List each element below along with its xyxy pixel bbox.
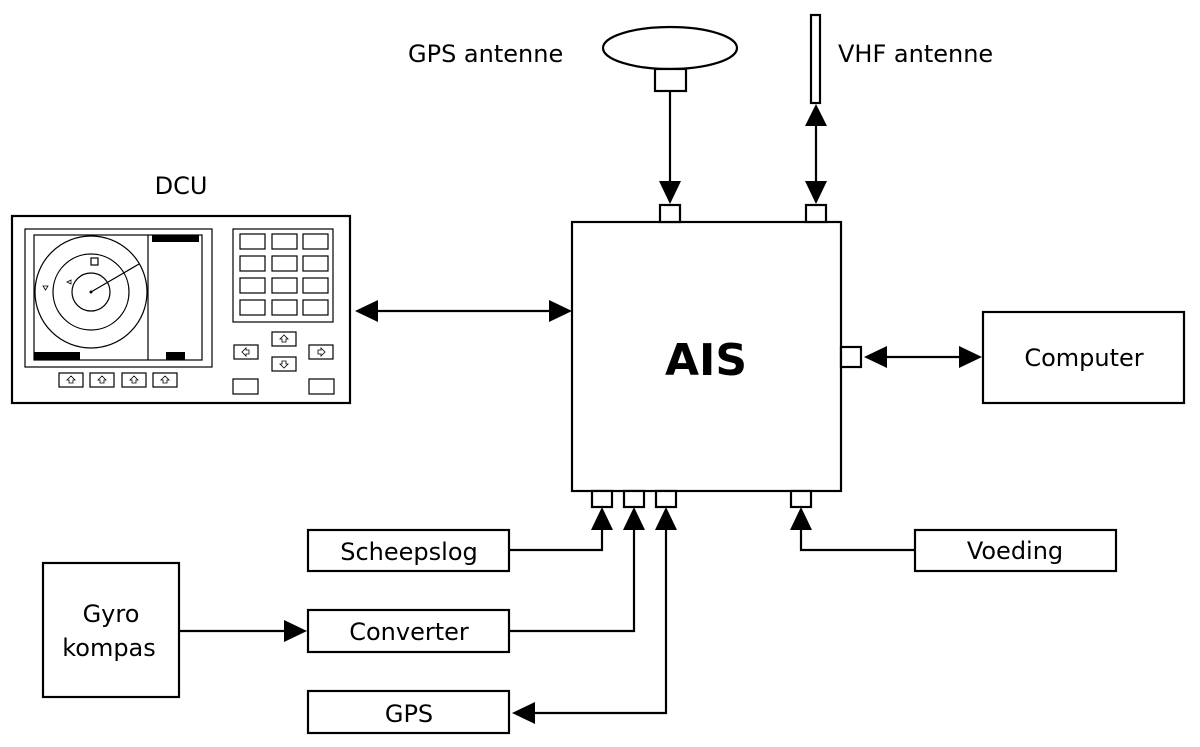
gps-port xyxy=(654,489,678,509)
converter-arrow-icon xyxy=(623,507,645,530)
computer-arrow-left-icon xyxy=(864,346,887,368)
dcu-keypad xyxy=(239,233,329,316)
gps-link xyxy=(532,527,668,715)
converter-box xyxy=(306,608,511,654)
target-icon xyxy=(90,257,99,266)
converter-label: Converter xyxy=(349,618,469,646)
gps-antenna-port xyxy=(658,203,682,224)
gps-antenna-dome xyxy=(601,25,739,71)
dcu-device xyxy=(10,214,352,405)
vhf-arrow-up-icon xyxy=(805,104,827,126)
gps-antenna-mount xyxy=(653,67,688,93)
computer-box xyxy=(981,310,1186,405)
converter-port xyxy=(622,489,646,509)
scheepslog-arrow-icon xyxy=(591,507,613,530)
vhf-antenna-label: VHF antenne xyxy=(838,40,993,68)
scheepslog-box xyxy=(306,528,511,573)
voeding-arrow-icon xyxy=(790,507,812,530)
voeding-box xyxy=(913,528,1118,573)
gps-arrow-left-icon xyxy=(512,702,535,724)
scheepslog-link xyxy=(509,527,604,552)
dcu-arrow-right-icon xyxy=(549,300,572,322)
vhf-antenna xyxy=(809,13,822,105)
voeding-label: Voeding xyxy=(967,537,1063,565)
ais-label: AIS xyxy=(665,335,747,386)
gps-antenna-label: GPS antenne xyxy=(408,40,563,68)
computer-label: Computer xyxy=(1024,344,1143,372)
dcu-label: DCU xyxy=(155,172,208,200)
vhf-arrow-down-icon xyxy=(805,181,827,204)
gps-label: GPS xyxy=(385,700,433,728)
gps-box xyxy=(306,689,511,735)
gyro-label-line2: kompas xyxy=(62,634,156,662)
computer-arrow-right-icon xyxy=(959,346,982,368)
gyro-label-line1: Gyro xyxy=(83,600,140,628)
gyro-kompas-box xyxy=(41,561,181,699)
dcu-arrow-left-icon xyxy=(355,300,378,322)
scheepslog-label: Scheepslog xyxy=(340,538,478,566)
scheepslog-port xyxy=(590,489,614,509)
ais-unit xyxy=(570,220,843,493)
computer-port xyxy=(839,345,863,369)
voeding-port xyxy=(789,489,813,509)
vhf-antenna-port xyxy=(804,203,828,224)
voeding-link xyxy=(799,527,915,552)
gps-arrow-up-icon xyxy=(655,507,677,530)
gyro-arrow-icon xyxy=(284,620,307,642)
converter-link xyxy=(509,527,636,633)
gps-antenna-arrow-icon xyxy=(659,181,681,204)
